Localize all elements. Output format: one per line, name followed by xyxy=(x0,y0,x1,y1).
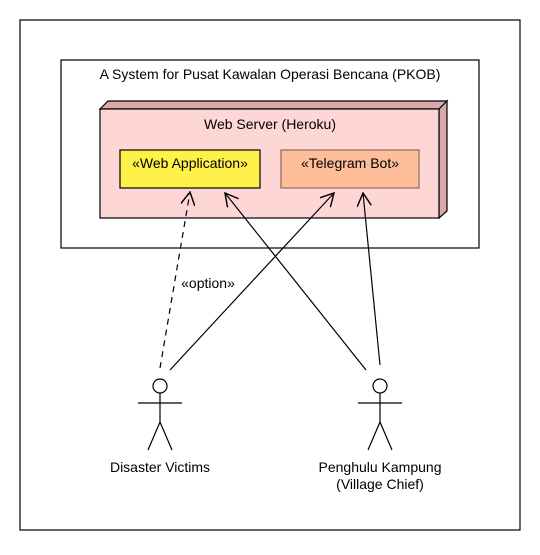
node-top-face xyxy=(98,100,449,110)
web-application-component[interactable]: «Web Application» xyxy=(119,149,261,189)
actor-right-leg xyxy=(159,421,173,451)
telegram-bot-component[interactable]: «Telegram Bot» xyxy=(280,149,420,189)
telegram-bot-label: «Telegram Bot» xyxy=(301,155,399,171)
victims-to-telegram-line xyxy=(169,193,334,371)
node-side-face xyxy=(438,99,448,220)
web-application-box[interactable] xyxy=(119,149,261,189)
actor-right-leg xyxy=(379,421,393,451)
chief-to-webapp-line xyxy=(225,193,367,371)
system-title: A System for Pusat Kawalan Operasi Benca… xyxy=(100,66,441,82)
actor-disaster-victims[interactable]: Disaster Victims xyxy=(110,378,210,475)
web-application-label: «Web Application» xyxy=(132,155,248,171)
option-dependency-line xyxy=(159,192,190,369)
actor-head xyxy=(372,378,388,394)
node-title: Web Server (Heroku) xyxy=(204,116,336,132)
actor-victims-label: Disaster Victims xyxy=(110,459,210,475)
actor-chief-label-line2: (Village Chief) xyxy=(336,476,424,492)
telegram-bot-box[interactable] xyxy=(280,149,420,189)
actor-left-leg xyxy=(147,421,161,451)
actor-left-leg xyxy=(367,421,381,451)
chief-to-telegram-line xyxy=(363,193,381,366)
actor-head xyxy=(152,378,168,394)
actor-penghulu-kampung[interactable]: Penghulu Kampung (Village Chief) xyxy=(319,378,442,492)
actor-chief-label-line1: Penghulu Kampung xyxy=(319,459,442,475)
option-label: «option» xyxy=(181,275,235,291)
